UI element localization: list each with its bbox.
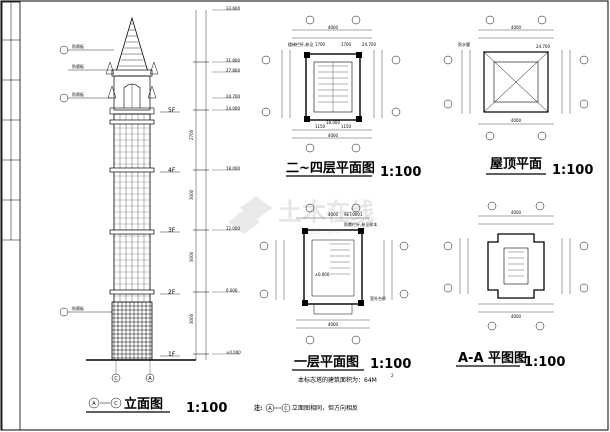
dim-text: 1700	[341, 42, 352, 47]
dim-text: 1150	[315, 124, 326, 129]
floor-label-4f: 4F	[168, 167, 176, 174]
elev-label: ±0.000	[315, 272, 330, 277]
floor-label-3f: 3F	[168, 227, 176, 234]
roof-title: 屋顶平面	[490, 157, 542, 172]
dim-text: 4000	[328, 322, 339, 327]
dim-text: 4000	[328, 212, 339, 217]
dim-text: 1150	[341, 124, 352, 129]
dim-text: 4000	[511, 314, 522, 319]
elev-label: 24.000	[226, 106, 240, 111]
elev-code: 9ET.0001	[344, 212, 363, 217]
dim-text: 4000	[511, 118, 522, 123]
dim-text: 4000	[511, 25, 522, 30]
elev-label: 12.000	[226, 226, 240, 231]
elevation-scale: 1:100	[186, 401, 227, 416]
dim-text: 1700	[315, 42, 326, 47]
elev-label: 27.800	[226, 68, 240, 73]
elev-label: ±0.000	[226, 350, 241, 355]
watermark: 土木在线 co188.com	[228, 196, 374, 236]
floor-2-4-plan: 4000 4000 1700 1700 1150 1150 18.000 楼梯栏…	[261, 15, 421, 180]
dim-text: 3000	[189, 189, 194, 200]
floor1-scale: 1:100	[370, 357, 411, 372]
elevation-title: 立面图	[124, 396, 163, 412]
floor-label-2f: 2F	[168, 289, 176, 296]
dim-text: 4000	[511, 210, 522, 215]
svg-text:立面图相同，但方向相反: 立面图相同，但方向相反	[292, 404, 358, 412]
elev-label: 24.700	[536, 44, 550, 49]
elev-label: 24.700	[226, 94, 240, 99]
floor24-title: 二~四层平面图	[286, 161, 375, 176]
area-note: 本标志塔的建筑面积为：64M	[298, 376, 377, 384]
elev-label: 31.800	[226, 58, 240, 63]
roof-plan: 4000 4000 防水膜 24.700 屋顶平面 1:100	[443, 15, 593, 178]
elev-label: 18.000	[226, 166, 240, 171]
dim-text: 3000	[189, 251, 194, 262]
svg-text:C: C	[284, 406, 288, 412]
axis-label: A	[148, 376, 152, 382]
callout-text: 防腐板	[72, 91, 84, 97]
dim-text: 3000	[189, 313, 194, 324]
svg-text:A: A	[268, 406, 272, 412]
axis-label: A	[92, 401, 96, 407]
aa-title: A-A 平图图	[458, 351, 527, 366]
floor-label-1f: 1F	[168, 351, 176, 358]
aa-scale: 1:100	[524, 355, 565, 370]
tower-base	[111, 301, 153, 361]
dim-text: 4000	[328, 25, 339, 30]
svg-text:土木在线: 土木在线	[278, 198, 374, 226]
roof-scale: 1:100	[552, 163, 593, 178]
callout-text: 防鹰栏杆,参见样本	[344, 221, 377, 227]
dim-text: 4000	[328, 133, 339, 138]
spire-roof	[115, 16, 149, 73]
svg-text:co188.com: co188.com	[296, 227, 340, 236]
floor-label-5f: 5F	[168, 107, 176, 114]
floor24-scale: 1:100	[380, 165, 421, 180]
callout-text: 防腐板	[72, 43, 84, 49]
bottom-note: 注: A C 立面图相同，但方向相反	[254, 403, 358, 413]
elev-label: 18.000	[326, 120, 340, 125]
dim-text: 2700	[189, 129, 194, 140]
cross-plan-outline	[487, 233, 545, 299]
callout-text: 防水膜	[458, 41, 470, 47]
elev-label: 6.000	[226, 288, 238, 293]
floor-1-plan: 4000 4000 ±0.000 9ET.0001 防鹰栏杆,参见样本 室外台阶…	[259, 203, 411, 384]
callout-text: 室外台阶	[370, 295, 386, 301]
elev-label: 24.700	[362, 42, 376, 47]
elev-label: 33.600	[226, 6, 240, 11]
floor1-title: 一层平面图	[294, 355, 359, 370]
axis-label: C	[114, 376, 118, 382]
callout-text: 防腐板	[72, 305, 84, 311]
callout-text: 防腐板	[72, 63, 84, 69]
elevation-view: 5F 4F 3F 2F 1F 33.600 31.800 27.800 24.7…	[59, 6, 241, 416]
area-note-sup: 2	[391, 373, 394, 378]
axis-label: C	[114, 401, 118, 407]
aa-plan: 4000 4000 A-A 平图图 1:100	[443, 201, 589, 370]
svg-text:注:: 注:	[254, 404, 262, 412]
callout-text: 楼梯栏杆,参见	[288, 41, 313, 47]
